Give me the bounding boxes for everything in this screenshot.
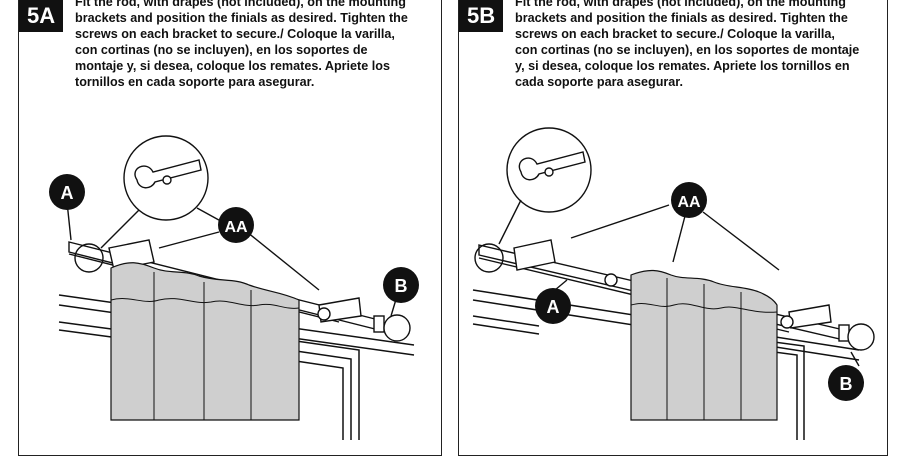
- svg-text:B: B: [395, 276, 408, 296]
- step-number: 5B: [459, 0, 504, 32]
- instruction-text: Fit the rod, with drapes (not included),…: [75, 0, 408, 89]
- label-aa: AA: [218, 207, 254, 243]
- instruction-text: Fit the rod, with drapes (not included),…: [515, 0, 860, 89]
- step-number: 5A: [19, 0, 64, 32]
- panel-5b: 5B Fit the rod, with drapes (not include…: [458, 0, 888, 456]
- finial: [373, 314, 411, 342]
- svg-text:B: B: [840, 374, 853, 394]
- label-a: A: [535, 288, 571, 324]
- svg-text:A: A: [61, 183, 74, 203]
- brackets: [513, 239, 832, 329]
- label-b: B: [828, 365, 864, 401]
- illustration-5b: AA A B: [472, 127, 875, 440]
- svg-text:A: A: [547, 297, 560, 317]
- brackets: [108, 239, 362, 323]
- svg-text:AA: AA: [677, 194, 701, 211]
- svg-text:AA: AA: [224, 219, 248, 236]
- label-a: A: [49, 174, 85, 210]
- detail-callout: [474, 127, 592, 273]
- drape: [110, 262, 300, 421]
- leader-lines: [554, 204, 860, 367]
- label-aa: AA: [671, 182, 707, 218]
- finial: [838, 323, 875, 351]
- panel-5a: 5A Fit the rod, with drapes (not include…: [18, 0, 442, 456]
- detail-callout: [74, 135, 238, 273]
- label-b: B: [383, 267, 419, 303]
- illustration-5a: A AA B: [49, 135, 419, 440]
